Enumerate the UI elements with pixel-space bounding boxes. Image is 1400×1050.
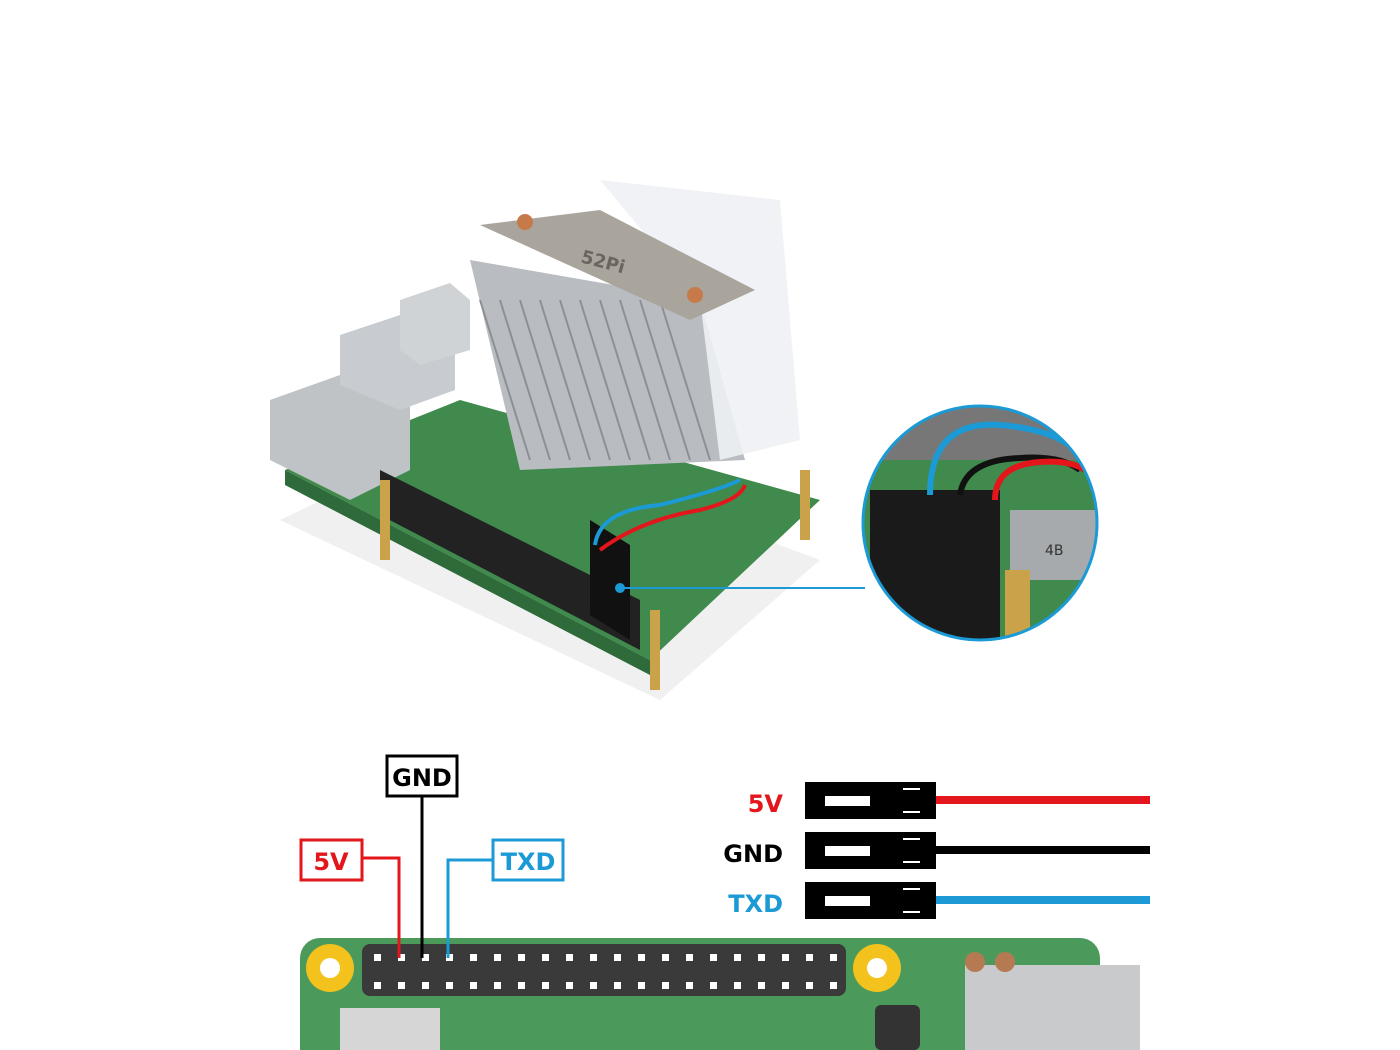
fan — [600, 180, 800, 460]
gpio-pin — [782, 954, 789, 961]
legend-label: TXD — [728, 890, 783, 918]
legend-label: 5V — [748, 790, 784, 818]
pin-labels: 5V GND TXD — [299, 754, 565, 958]
gpio-pin — [686, 954, 693, 961]
legend-item: TXD — [728, 882, 1150, 919]
raspberry-pi-board — [285, 400, 820, 660]
gpio-pin — [710, 954, 717, 961]
wire — [936, 846, 1150, 854]
gpio-pin — [518, 982, 525, 989]
gpio-pin — [566, 954, 573, 961]
gpio-pin — [494, 954, 501, 961]
gpio-pin — [686, 982, 693, 989]
gpio-pin — [422, 982, 429, 989]
gpio-pin — [614, 954, 621, 961]
gpio-pin — [494, 982, 501, 989]
gpio-pin — [542, 982, 549, 989]
svg-text:GND: GND — [392, 764, 452, 792]
ethernet-port — [270, 375, 410, 500]
svg-text:5V: 5V — [313, 848, 349, 876]
wire — [936, 796, 1150, 804]
label-txd — [491, 838, 565, 882]
gpio-pin — [422, 954, 429, 961]
gpio-pin — [830, 982, 837, 989]
gpio-pin — [614, 982, 621, 989]
gpio-pin — [374, 954, 381, 961]
dupont-connector — [805, 832, 936, 869]
gpio-pin — [758, 982, 765, 989]
svg-text:TXD: TXD — [501, 848, 556, 876]
gpio-pin — [590, 954, 597, 961]
gpio-pin — [398, 982, 405, 989]
legend-item: GND — [723, 832, 1150, 869]
dupont-connector — [805, 782, 936, 819]
gpio-pin — [806, 954, 813, 961]
legend-item: 5V — [748, 782, 1150, 819]
gpio-pin — [662, 982, 669, 989]
label-gnd — [385, 754, 459, 798]
gpio-pin — [470, 954, 477, 961]
gpio-pin — [566, 982, 573, 989]
gpio-pin — [518, 954, 525, 961]
gpio-pin — [590, 982, 597, 989]
connector-legend: 5V GND TXD — [723, 782, 1150, 919]
usb-port — [400, 283, 470, 365]
gpio-pin — [830, 954, 837, 961]
gpio-pin — [758, 954, 765, 961]
gpio-pin — [710, 982, 717, 989]
product-photo: 52Pi — [270, 180, 865, 700]
gpio-pin — [470, 982, 477, 989]
magnified-inset: 4B — [861, 404, 1099, 642]
legend-label: GND — [723, 840, 783, 868]
gpio-pin — [734, 954, 741, 961]
gpio-pin — [542, 954, 549, 961]
gpio-pin — [734, 982, 741, 989]
label-5v — [299, 838, 364, 882]
pi-board-diagram — [300, 938, 1140, 1050]
gpio-pin — [638, 954, 645, 961]
gpio-pin — [398, 954, 405, 961]
dupont-connector — [805, 882, 936, 919]
gpio-pin — [638, 982, 645, 989]
gpio-pin — [446, 982, 453, 989]
gpio-pin — [782, 982, 789, 989]
gpio-pin — [662, 954, 669, 961]
svg-text:4B: 4B — [1045, 543, 1064, 559]
gpio-header — [380, 470, 640, 650]
gpio-pin — [374, 982, 381, 989]
heatsink-top-plate — [480, 210, 755, 320]
wire — [936, 896, 1150, 904]
gpio-header — [362, 944, 846, 996]
gpio-pin — [806, 982, 813, 989]
